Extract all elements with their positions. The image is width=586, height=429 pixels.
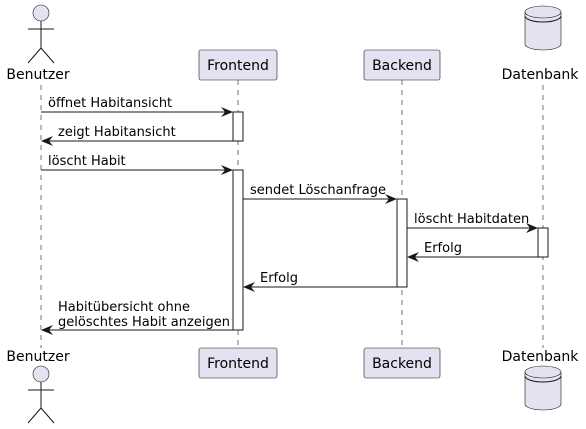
arrow-right-icon xyxy=(221,107,233,117)
participant-label-benutzer-top: Benutzer xyxy=(6,67,69,83)
message-label: Erfolg xyxy=(424,241,462,256)
participant-label-datenbank-bottom: Datenbank xyxy=(502,349,580,365)
message-label-line-1: Habitübersicht ohne xyxy=(58,300,190,315)
activation-backend xyxy=(396,198,408,288)
message-label: Erfolg xyxy=(260,271,298,286)
participant-label-backend-top: Backend xyxy=(372,58,432,74)
participant-label-backend-bottom: Backend xyxy=(372,356,432,372)
message-8: Habitübersicht ohne gelöschtes Habit anz… xyxy=(41,300,233,335)
message-label: zeigt Habitansicht xyxy=(58,125,176,140)
database-icon-top xyxy=(524,5,562,51)
message-4: sendet Löschanfrage xyxy=(243,183,397,204)
message-7: Erfolg xyxy=(243,271,397,292)
actor-benutzer-bottom xyxy=(27,365,55,424)
participant-box-frontend-bottom xyxy=(198,347,278,379)
arrow-right-icon xyxy=(526,223,538,233)
message-label: löscht Habitdaten xyxy=(414,212,529,227)
participant-box-backend-top xyxy=(363,49,441,81)
participant-label-frontend-bottom: Frontend xyxy=(207,356,269,372)
arrow-left-icon xyxy=(243,282,255,292)
activation-frontend-1 xyxy=(232,111,244,142)
actor-benutzer-top xyxy=(27,4,55,64)
database-icon-bottom xyxy=(524,365,562,411)
actor-head-icon xyxy=(32,4,50,22)
message-5: löscht Habitdaten xyxy=(407,212,538,233)
participant-box-backend-bottom xyxy=(363,347,441,379)
arrow-left-icon xyxy=(41,325,53,335)
message-3: löscht Habit xyxy=(41,154,233,175)
actor-head-icon xyxy=(32,365,50,383)
arrow-right-icon xyxy=(221,165,233,175)
participant-label-benutzer-bottom: Benutzer xyxy=(6,349,69,365)
activation-datenbank xyxy=(537,227,549,258)
message-label-line-2: gelöschtes Habit anzeigen xyxy=(58,315,230,330)
participant-label-frontend-top: Frontend xyxy=(207,58,269,74)
participant-label-datenbank-top: Datenbank xyxy=(502,67,580,83)
message-1: öffnet Habitansicht xyxy=(41,96,233,117)
arrow-right-icon xyxy=(385,194,397,204)
activation-frontend-2 xyxy=(232,169,244,331)
message-label: öffnet Habitansicht xyxy=(48,96,172,111)
message-2: zeigt Habitansicht xyxy=(41,125,233,146)
message-6: Erfolg xyxy=(407,241,538,262)
arrow-left-icon xyxy=(407,252,419,262)
message-label: sendet Löschanfrage xyxy=(250,183,386,198)
participant-box-frontend-top xyxy=(198,49,278,81)
arrow-left-icon xyxy=(41,136,53,146)
message-label: löscht Habit xyxy=(48,154,126,169)
